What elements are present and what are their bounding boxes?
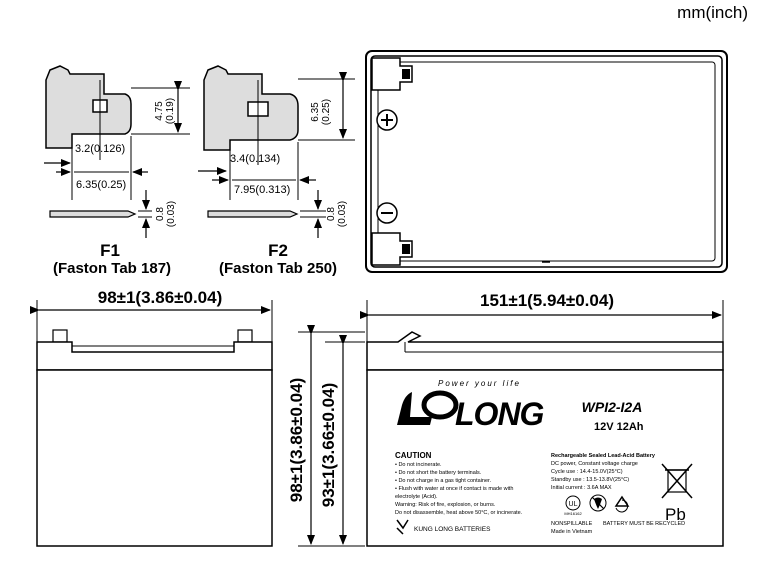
battery-end-view	[36, 329, 273, 547]
caution-line-2: • Do not short the battery terminals.	[395, 470, 482, 476]
battery-front-view	[366, 331, 724, 547]
caution-line-3: • Do not charge in a gas tight container…	[395, 478, 492, 484]
caution-line-4: • Flush with water at once if contact is…	[395, 486, 513, 492]
f2-width-dim: 7.95(0.313)	[234, 184, 290, 196]
length-dim-label: 151±1(5.94±0.04)	[480, 291, 614, 310]
battery-top-view	[365, 50, 728, 273]
f2-name: F2	[268, 241, 288, 260]
terminal-f2-drawing: 6.35 (0.25) 3.4(0.134) 7.95(0.313) 0.8 (…	[198, 65, 355, 277]
f1-description: (Faston Tab 187)	[53, 260, 171, 277]
rating: 12V 12Ah	[594, 421, 644, 433]
units-label: mm(inch)	[677, 3, 748, 22]
spec-line-4: Standby use : 13.5-13.8V(25°C)	[551, 477, 629, 483]
f2-hole-dim: 3.4(0.134)	[230, 153, 280, 165]
f2-height-inch: (0.25)	[321, 99, 332, 125]
recycle-text: BATTERY MUST BE RECYCLED	[603, 521, 685, 527]
f1-height-dim: 4.75	[154, 101, 165, 121]
caution-line-6: Warning: Risk of fire, explosion, or bur…	[395, 502, 496, 508]
no-fire-icon	[589, 494, 607, 512]
spec-line-5: Initial current : 3.6A MAX	[551, 485, 612, 491]
caution-line-1: • Do not incinerate.	[395, 462, 442, 468]
f1-height-inch: (0.19)	[165, 98, 176, 124]
svg-text:UL: UL	[569, 501, 578, 508]
lead-symbol: Pb	[665, 505, 686, 524]
ul-file-number: MH16162	[564, 511, 582, 516]
container-height-dim-label: 93±1(3.66±0.04)	[319, 383, 338, 508]
label-tagline: Power your life	[438, 379, 521, 388]
spec-line-3: Cycle use : 14.4-15.0V(25°C)	[551, 469, 623, 475]
brand-logo: LONG	[397, 390, 545, 432]
f2-height-dim: 6.35	[310, 102, 321, 122]
f1-width-dim: 6.35(0.25)	[76, 179, 126, 191]
width-dimension: 98±1(3.86±0.04)	[30, 288, 273, 345]
terminal-f1-drawing: 4.75 (0.19) 3.2(0.126) 6.35(0.25) 0.8 (0…	[44, 65, 190, 277]
manufacturer-logo-icon	[396, 519, 409, 535]
spec-line-1: Rechargeable Sealed Lead-Acid Battery	[551, 453, 656, 459]
caution-line-5: electrolyte (Acid).	[395, 494, 438, 500]
f2-thickness-inch: (0.03)	[337, 201, 348, 227]
total-height-dim-label: 98±1(3.86±0.04)	[287, 378, 306, 503]
origin-text: Made in Vietnam	[551, 529, 593, 535]
f1-thickness-dim: 0.8	[155, 207, 166, 221]
ul-mark-icon: UL MH16162	[564, 495, 582, 516]
f1-hole-dim: 3.2(0.126)	[75, 143, 125, 155]
recycle-icon	[614, 495, 630, 513]
nonspillable-text: NONSPILLABLE	[551, 521, 593, 527]
length-dimension: 151±1(5.94±0.04)	[360, 291, 724, 345]
crossed-bin-icon	[661, 463, 693, 499]
model-number: WPI2-I2A	[582, 399, 643, 415]
caution-title: CAUTION	[395, 451, 432, 460]
f1-name: F1	[100, 241, 120, 260]
spec-line-2: DC power, Constant voltage charge	[551, 461, 638, 467]
f2-description: (Faston Tab 250)	[219, 260, 337, 277]
width-dim-label: 98±1(3.86±0.04)	[98, 288, 223, 307]
f2-thickness-dim: 0.8	[326, 207, 337, 221]
manufacturer: KUNG LONG BATTERIES	[414, 526, 491, 533]
brand-name: LONG	[455, 396, 544, 432]
f1-thickness-inch: (0.03)	[166, 201, 177, 227]
height-dimensions: 98±1(3.86±0.04) 93±1(3.66±0.04)	[287, 325, 365, 547]
product-label: Power your life LONG WPI2-I2A 12V 12Ah C…	[395, 379, 693, 535]
caution-line-7: Do not disassemble, heat above 50°C, or …	[395, 510, 523, 516]
